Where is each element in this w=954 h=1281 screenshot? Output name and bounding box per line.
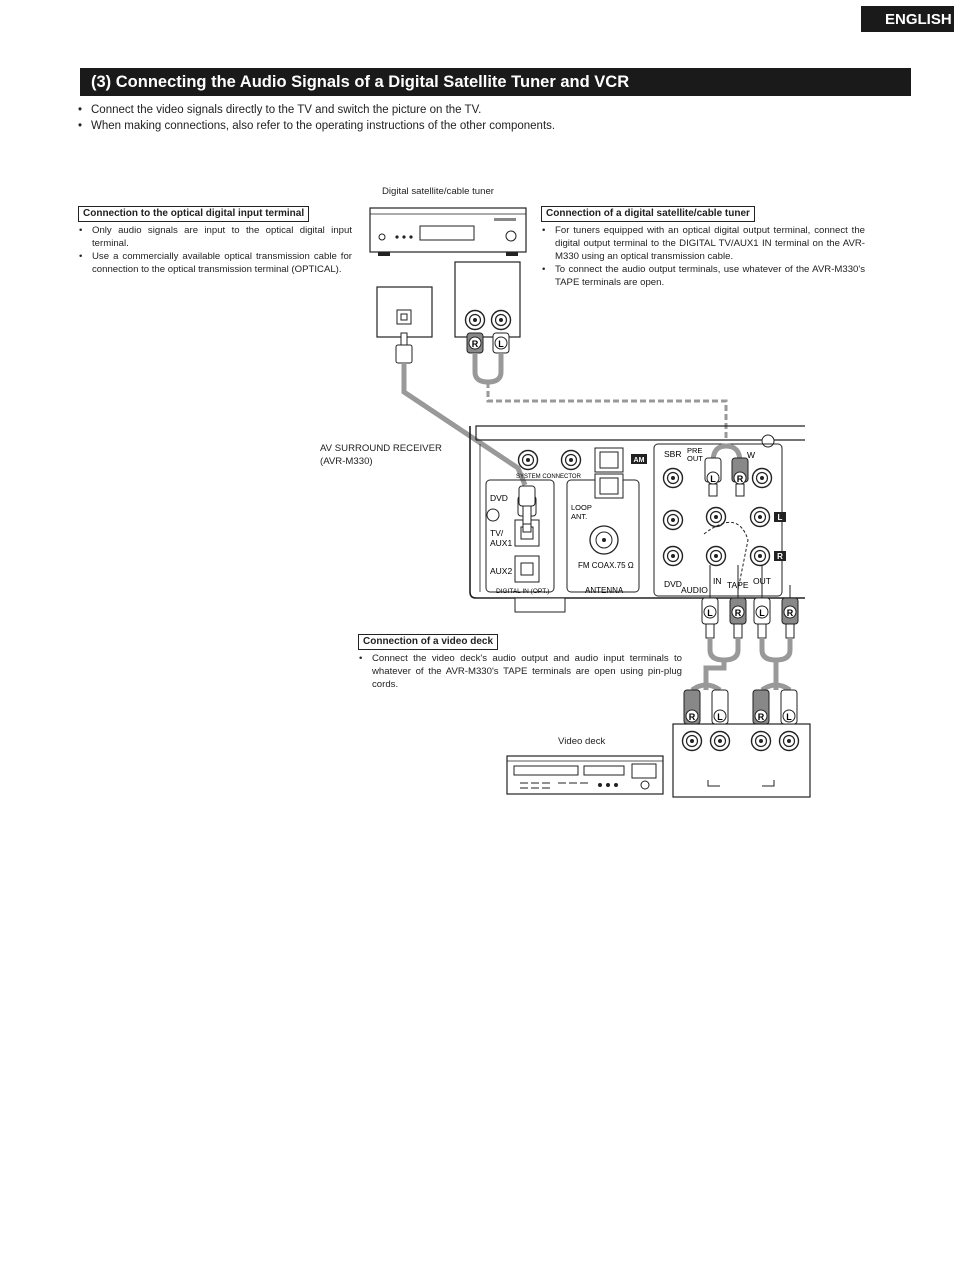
satellite-heading: Connection of a digital satellite/cable …: [541, 206, 755, 222]
vcr-plug-l1: L: [717, 712, 723, 722]
loop-ant-label-b: ANT.: [571, 512, 587, 521]
video-deck-note: Connect the video deck's audio output an…: [358, 652, 682, 691]
receiver-tape-in-plugs: L R: [704, 457, 749, 497]
vcr-cable-plug-r1: R: [735, 608, 742, 618]
tuner-audio-cable: [486, 382, 728, 440]
dvd-audio-label: DVD: [664, 579, 682, 589]
vcr-cable-plug-l2: L: [759, 608, 765, 618]
video-deck-illustration: [506, 755, 664, 795]
rcv-plug-r: R: [737, 474, 744, 484]
audio-label: AUDIO: [681, 585, 708, 595]
aux2-label: AUX2: [490, 566, 512, 576]
video-deck-rear-panel: R L R L: [672, 689, 811, 798]
optical-heading: Connection to the optical digital input …: [78, 206, 310, 222]
vcr-plug-l2: L: [786, 712, 792, 722]
satellite-tuner-illustration: [369, 207, 527, 256]
pre-out-label-b: OUT: [687, 454, 703, 463]
loop-ant-label-a: LOOP: [571, 503, 592, 512]
optical-note: Only audio signals are input to the opti…: [78, 224, 352, 250]
rcv-plug-l: L: [710, 474, 716, 484]
receiver-rear-panel: SYSTEM CONNECTOR DVD TV/ AUX1 AUX2 DIGIT…: [469, 425, 805, 613]
am-label: AM: [634, 457, 645, 464]
pre-out-label-a: PRE: [687, 446, 702, 455]
optical-cable: [401, 363, 528, 486]
receiver-caption-line1: AV SURROUND RECEIVER: [320, 443, 442, 454]
vcr-plug-r1: R: [689, 712, 696, 722]
section-title: (3) Connecting the Audio Signals of a Di…: [80, 68, 911, 96]
tuner-optical-output: [376, 286, 433, 364]
video-deck-heading: Connection of a video deck: [358, 634, 499, 650]
video-deck-caption: Video deck: [558, 736, 606, 747]
intro-bullet: When making connections, also refer to t…: [78, 118, 898, 134]
video-deck-notes: Connect the video deck's audio output an…: [358, 652, 682, 691]
tuner-to-tape-cable: [710, 443, 743, 490]
fm-coax-label: FM COAX.75 Ω: [578, 561, 634, 570]
tape-in-label: IN: [713, 576, 722, 586]
intro-list: Connect the video signals directly to th…: [78, 102, 898, 134]
tuner-plug-r: R: [472, 339, 479, 349]
panel-l-marker: L: [778, 513, 783, 522]
tuner-plug-l: L: [498, 339, 504, 349]
antenna-label: ANTENNA: [585, 586, 624, 595]
optical-notes: Only audio signals are input to the opti…: [78, 224, 352, 276]
panel-r-marker: R: [777, 552, 783, 561]
system-connector-label: SYSTEM CONNECTOR: [516, 474, 582, 480]
tv-aux1-label-b: AUX1: [490, 538, 512, 548]
receiver-to-vcr-plugs: L R L R: [690, 565, 799, 693]
satellite-note: For tuners equipped with an optical digi…: [541, 224, 865, 263]
tuner-audio-outputs: R L: [454, 261, 521, 385]
sbr-label: SBR: [664, 449, 681, 459]
optical-plug-receiver: [518, 485, 536, 525]
tuner-caption: Digital satellite/cable tuner: [382, 186, 494, 197]
dvd-optical-label: DVD: [490, 493, 508, 503]
vcr-plug-r2: R: [758, 712, 765, 722]
digital-in-label: DIGITAL IN (OPT.): [496, 588, 549, 595]
vcr-cable-plug-r2: R: [787, 608, 794, 618]
tv-aux1-label-a: TV/: [490, 528, 504, 538]
satellite-note: To connect the audio output terminals, u…: [541, 263, 865, 289]
receiver-caption-line2: (AVR-M330): [320, 456, 373, 467]
intro-bullet: Connect the video signals directly to th…: [78, 102, 898, 118]
sw-label: W: [747, 450, 755, 460]
satellite-notes: For tuners equipped with an optical digi…: [541, 224, 865, 289]
language-tab: ENGLISH: [861, 6, 954, 32]
vcr-cable-plug-l1: L: [707, 608, 713, 618]
optical-note: Use a commercially available optical tra…: [78, 250, 352, 276]
